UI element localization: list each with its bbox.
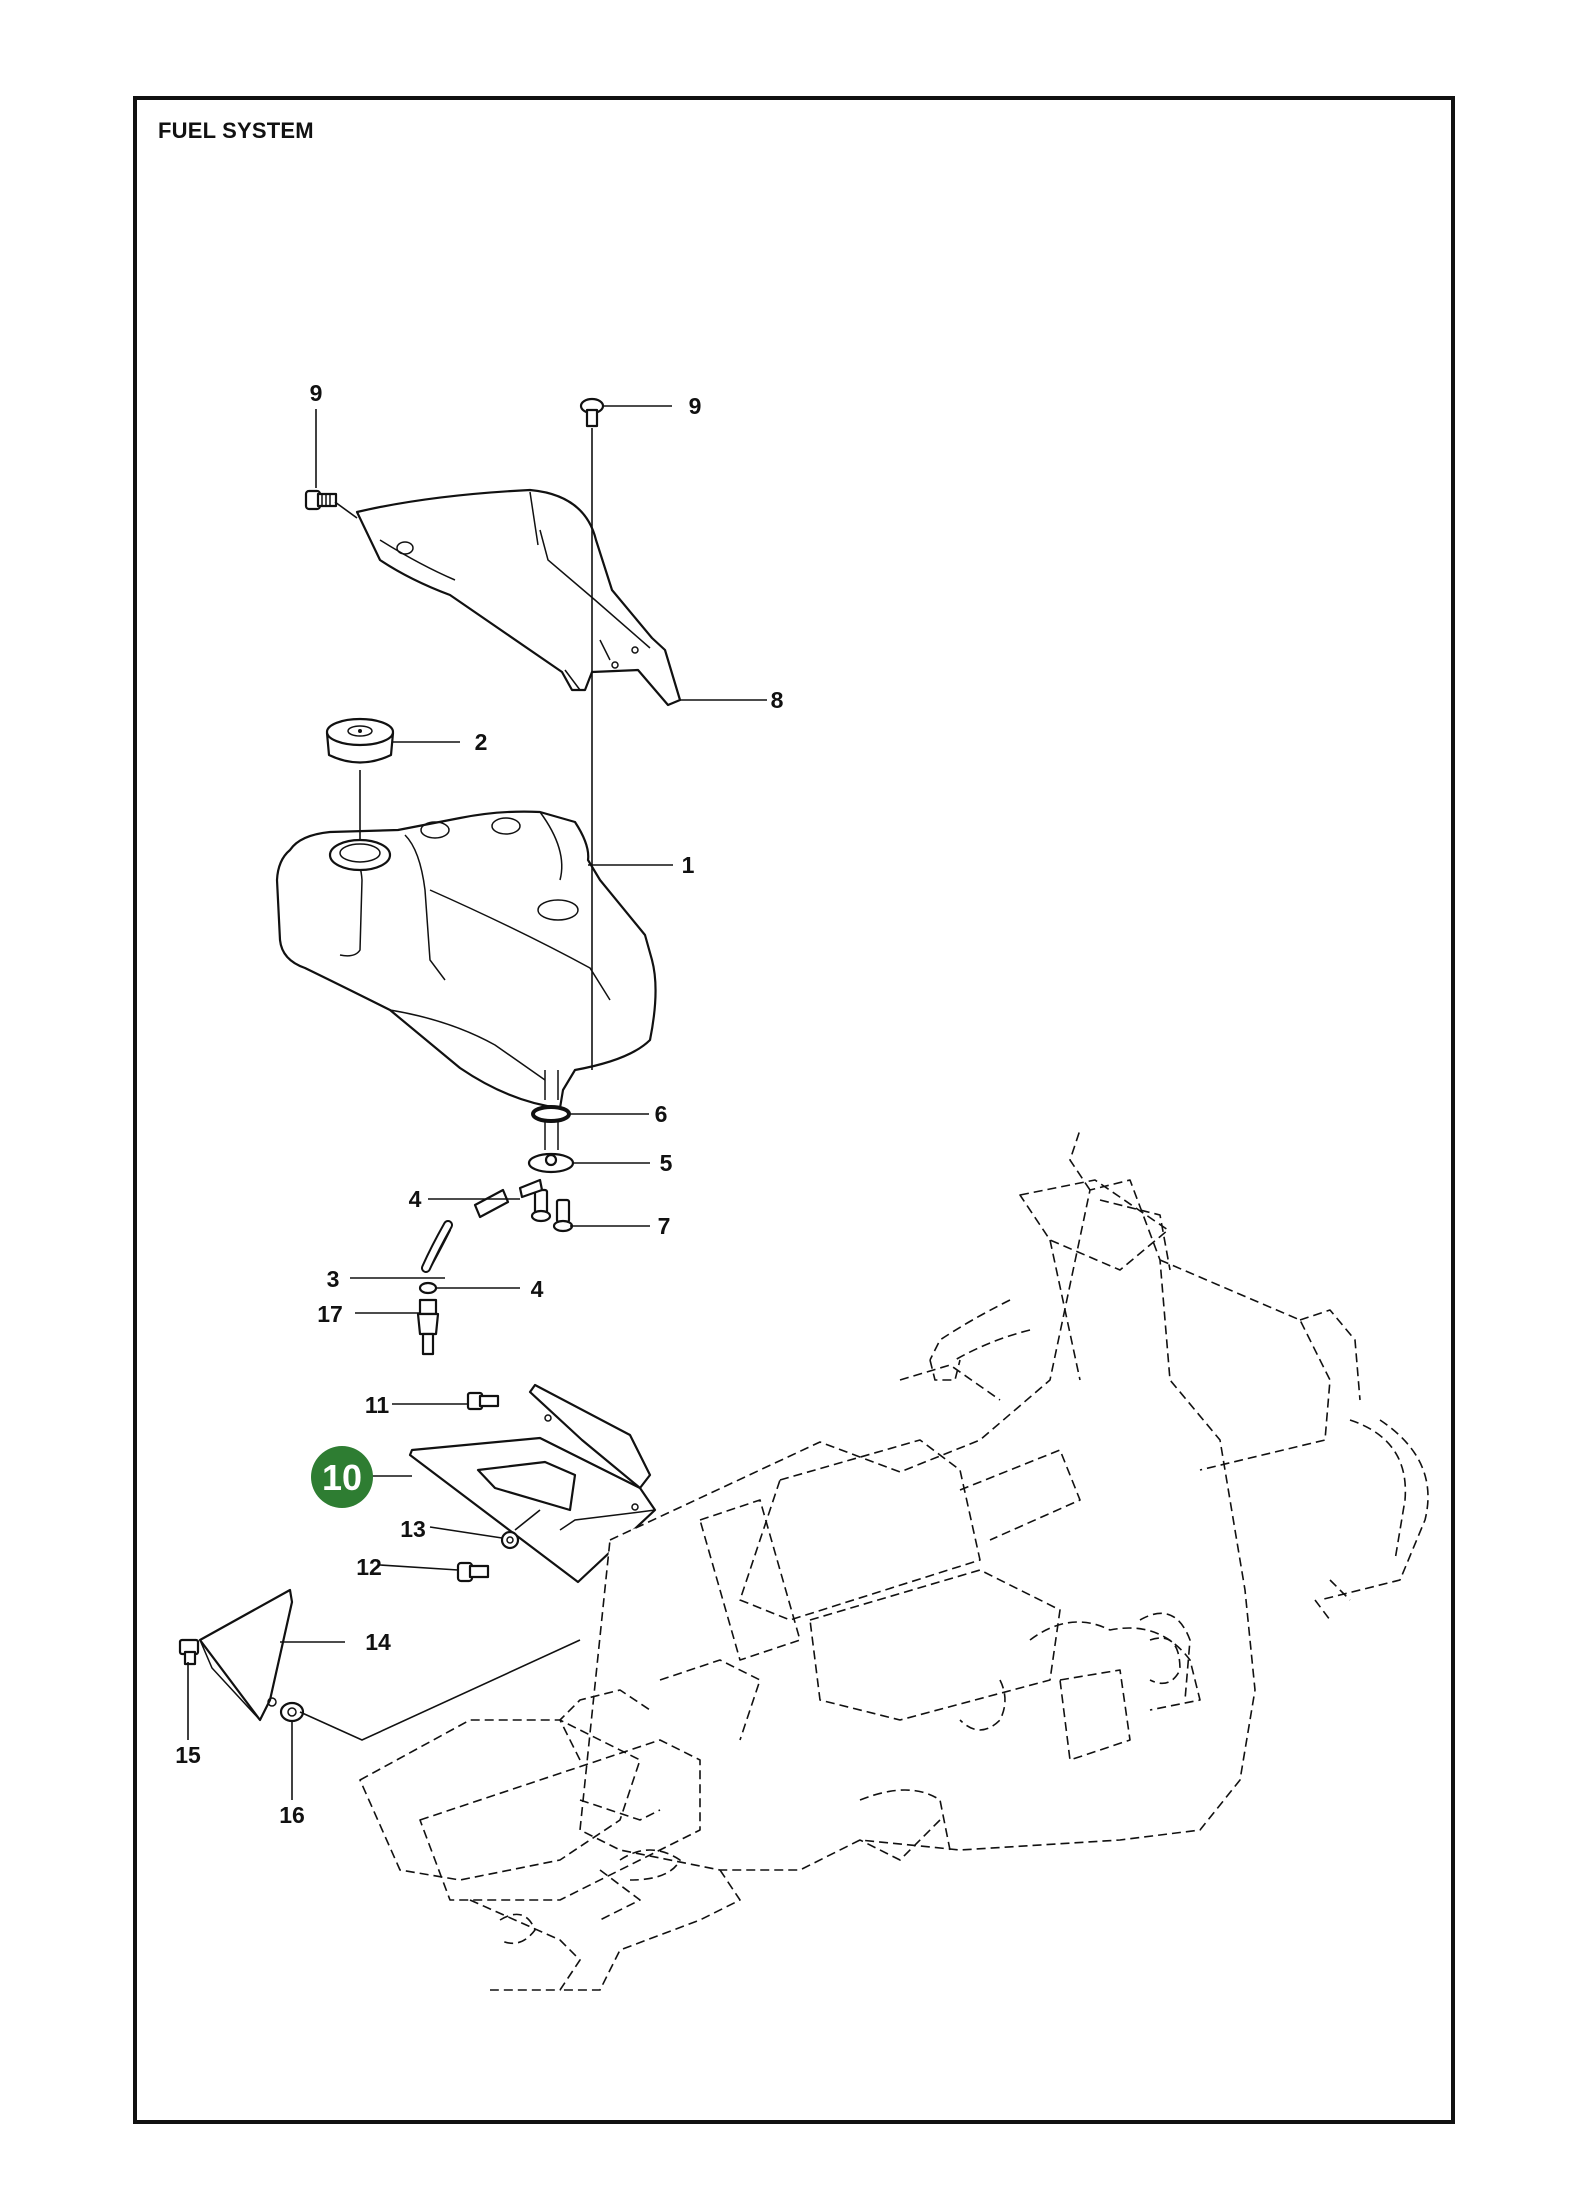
callout-9-left: 9 xyxy=(310,380,323,406)
part-1-fuel-tank xyxy=(275,810,657,1110)
callout-12: 12 xyxy=(356,1554,382,1580)
callout-7: 7 xyxy=(658,1213,671,1239)
part-10-bracket xyxy=(408,1383,657,1584)
callout-10-highlight: 10 xyxy=(311,1446,373,1508)
page-title: FUEL SYSTEM xyxy=(158,118,314,143)
callout-9-top: 9 xyxy=(689,393,702,419)
callout-16: 16 xyxy=(279,1802,305,1828)
part-14-shield xyxy=(198,1588,294,1722)
callout-2: 2 xyxy=(475,729,488,755)
part-9-screw-top xyxy=(579,397,605,428)
callout-13: 13 xyxy=(400,1516,426,1542)
callout-10: 10 xyxy=(322,1457,362,1498)
callout-14: 14 xyxy=(365,1629,391,1655)
leader-lines xyxy=(187,405,767,1800)
callout-15: 15 xyxy=(175,1742,201,1768)
part-9-screw-left xyxy=(304,489,338,511)
part-7-screw xyxy=(530,1188,574,1233)
part-12-bolt xyxy=(456,1561,490,1583)
callout-3: 3 xyxy=(327,1266,340,1292)
diagram-frame xyxy=(133,96,1455,2124)
part-5-fuel-valve xyxy=(527,1120,575,1174)
callout-4-upper: 4 xyxy=(409,1186,422,1212)
part-16-nut xyxy=(279,1701,305,1723)
callout-6: 6 xyxy=(655,1101,668,1127)
callout-8: 8 xyxy=(771,687,784,713)
part-13-washer xyxy=(500,1530,520,1550)
highlight-circle xyxy=(311,1446,373,1508)
callout-4-lower: 4 xyxy=(531,1276,544,1302)
part-3-fuel-hose xyxy=(421,1188,510,1273)
part-11-bolt xyxy=(466,1391,500,1411)
part-4-clamp-lower xyxy=(418,1281,438,1295)
part-4-clamp-upper xyxy=(518,1178,544,1199)
callout-1: 1 xyxy=(682,852,695,878)
part-15-bolt xyxy=(178,1638,200,1666)
callout-5: 5 xyxy=(660,1150,673,1176)
part-2-fuel-cap xyxy=(325,717,395,764)
callout-17: 17 xyxy=(317,1301,343,1327)
part-8-heat-shield xyxy=(355,488,682,707)
part-17-fuel-filter xyxy=(416,1298,440,1356)
callout-labels: 9 9 8 2 1 6 5 4 7 3 4 17 11 13 12 14 15 … xyxy=(175,380,783,1828)
part-6-o-ring xyxy=(531,1070,571,1123)
callout-11: 11 xyxy=(365,1392,390,1418)
chassis-frame-dashed xyxy=(359,1129,1429,1991)
